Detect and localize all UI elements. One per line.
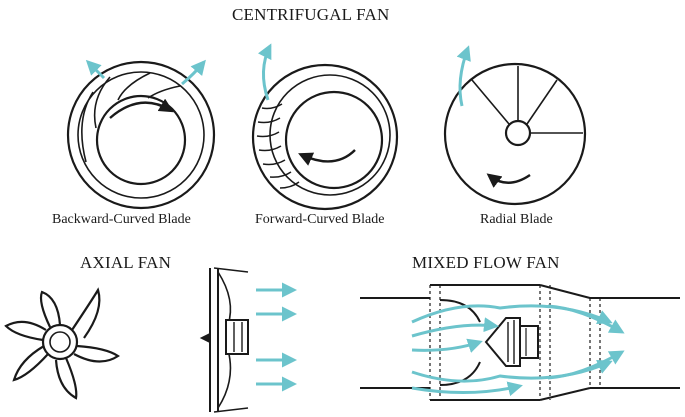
radial-airflow-arrow	[456, 45, 471, 107]
backward-airflow-arrow-left	[85, 59, 106, 80]
radial-housing	[443, 62, 587, 206]
forward-blade	[256, 131, 280, 138]
mixed-airflow-arrows	[411, 304, 625, 397]
axial-fan-title: AXIAL FAN	[80, 253, 172, 272]
forward-curved-caption: Forward-Curved Blade	[255, 212, 385, 227]
forward-impeller	[284, 90, 384, 190]
mixed-airflow-arrow	[411, 338, 483, 353]
radial-caption: Radial Blade	[480, 212, 553, 227]
backward-blade	[117, 72, 151, 101]
mixed-airflow-arrow	[547, 304, 625, 334]
mixed-flow-impeller	[484, 317, 539, 367]
axial-side-blade	[217, 349, 232, 409]
mixed-airflow-arrow	[411, 381, 523, 397]
forward-housing	[251, 63, 399, 211]
axial-side-blade	[217, 271, 232, 326]
forward-curved-fan	[251, 63, 399, 211]
axial-hub-outer	[41, 323, 79, 361]
axial-blade	[4, 320, 47, 342]
backward-curved-fan	[66, 60, 216, 210]
backward-airflow-arrow-right	[181, 59, 206, 86]
backward-rotation-arrow	[109, 98, 174, 119]
axial-side-hub	[225, 319, 249, 355]
axial-blade	[73, 344, 120, 363]
duct-bottom-taper	[539, 387, 591, 401]
radial-blade	[471, 79, 510, 125]
axial-blade	[12, 345, 49, 382]
axial-hub-inner	[49, 331, 71, 353]
forward-blade	[279, 181, 300, 189]
axial-side-motor	[199, 332, 211, 344]
axial-fan-front	[4, 287, 120, 400]
mixed-flow-fan-title: MIXED FLOW FAN	[412, 253, 560, 272]
forward-blade	[269, 171, 292, 178]
impeller-hub	[519, 325, 539, 359]
axial-blade	[39, 290, 62, 328]
axial-side-bottom	[213, 407, 249, 413]
forward-blade	[262, 159, 286, 166]
radial-fan	[443, 62, 587, 206]
mixed-airflow-arrow	[547, 350, 625, 380]
forward-airflow-arrow	[257, 43, 272, 101]
axial-blade	[54, 357, 78, 400]
radial-rotation-arrow	[486, 173, 531, 188]
backward-curved-caption: Backward-Curved Blade	[52, 212, 191, 227]
backward-impeller	[95, 94, 187, 186]
axial-side-top	[213, 267, 249, 273]
radial-hub	[504, 119, 532, 147]
inlet-bell-bottom	[439, 361, 481, 386]
forward-blade	[257, 117, 281, 124]
backward-outer-ring	[77, 71, 205, 199]
forward-blade	[258, 145, 282, 152]
backward-housing	[66, 60, 216, 210]
mixed-airflow-arrow	[411, 317, 499, 338]
forward-rotation-arrow	[298, 149, 356, 166]
axial-fan-side	[199, 267, 249, 413]
backward-blade	[93, 76, 111, 129]
radial-blade	[526, 79, 558, 125]
duct-top-taper	[539, 284, 591, 299]
axial-blade	[71, 287, 101, 339]
axial-airflow-arrows	[256, 282, 297, 392]
backward-blade	[147, 85, 181, 99]
backward-blade	[81, 91, 94, 163]
forward-blade	[261, 103, 283, 110]
centrifugal-fan-title: CENTRIFUGAL FAN	[232, 5, 390, 24]
